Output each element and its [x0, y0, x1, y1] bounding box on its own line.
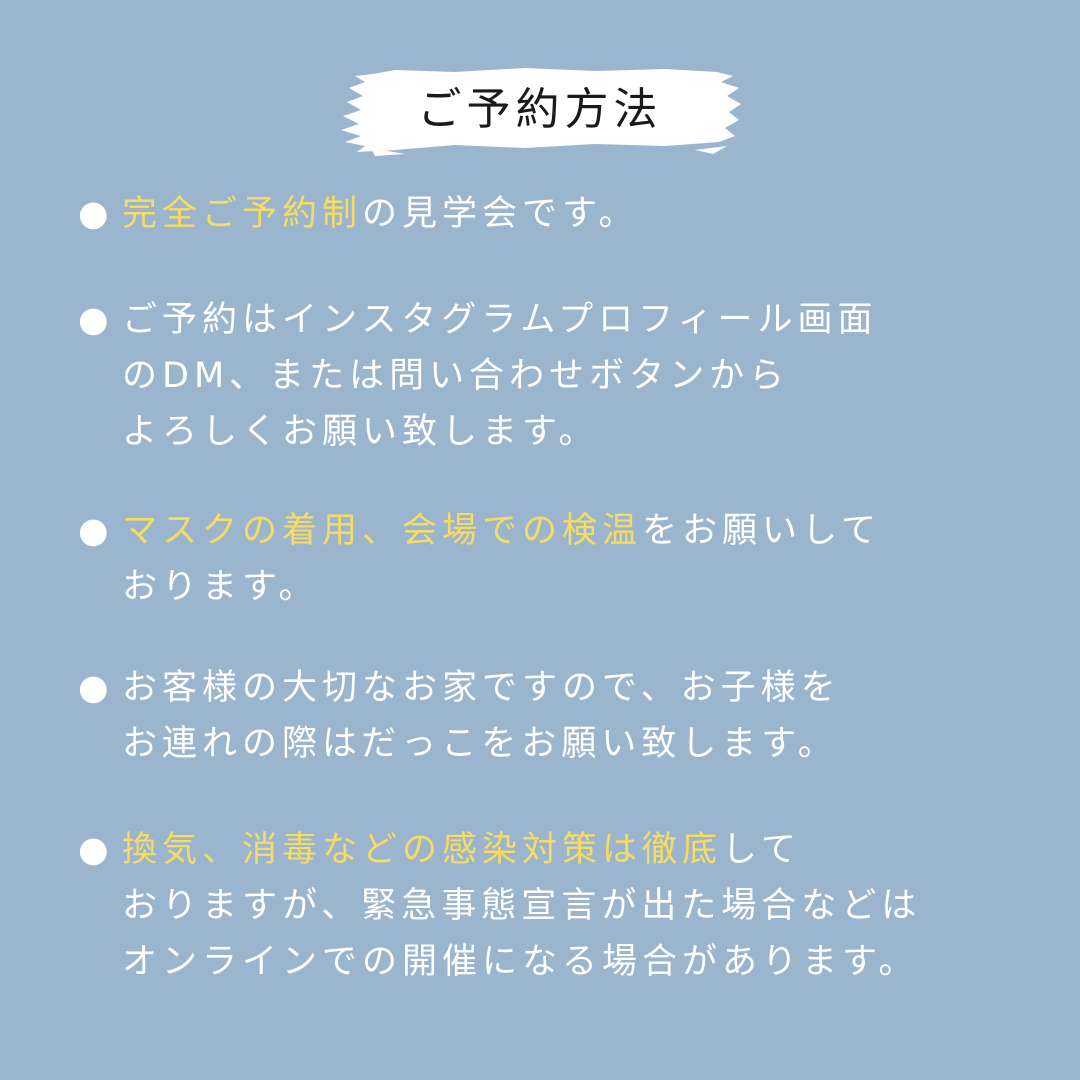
body-text: おります。 — [122, 567, 319, 607]
page-title: ご予約方法 — [417, 84, 663, 135]
body-text: お連れの際はだっこをお願い致します。 — [122, 724, 838, 764]
notice-item-5: ●換気、消毒などの感染対策は徹底して おりますが、緊急事態宣言が出た場合などは … — [78, 822, 1038, 990]
notice-line: ● マスクの着用、会場での検温をお願いして — [78, 503, 1038, 559]
notice-line: ● 換気、消毒などの感染対策は徹底して — [78, 822, 1038, 878]
bullet-icon: ● — [78, 830, 109, 870]
highlight-text: 換気、消毒などの感染対策は徹底 — [122, 830, 723, 870]
body-text: よろしくお願い致します。 — [122, 412, 599, 452]
body-text: して — [722, 830, 801, 870]
bullet-icon: ● — [78, 511, 109, 551]
notice-line: ● お客様の大切なお家ですので、お子様を — [78, 660, 1038, 716]
highlight-text: 完全ご予約制 — [122, 194, 363, 234]
notice-item-1: ● 完全ご予約制の見学会です。 — [78, 186, 1038, 242]
notice-line: よろしくお願い致します。 — [78, 404, 1038, 460]
body-text: ご予約はインスタグラムプロフィール画面 — [122, 300, 878, 340]
bullet-icon: ● — [78, 668, 109, 708]
bullet-icon: ● — [78, 300, 109, 340]
notice-item-2: ● ご予約はインスタグラムプロフィール画面 のDM、または問い合わせボタンから よ… — [78, 292, 1038, 460]
body-text: オンラインでの開催になる場合があります。 — [122, 942, 919, 982]
body-text: おりますが、緊急事態宣言が出た場合などは — [122, 886, 922, 926]
highlight-text: マスクの着用、会場での検温 — [122, 511, 643, 551]
bullet-icon: ● — [78, 194, 109, 234]
notice-line: おります。 — [78, 559, 1038, 615]
brush-stroke-decoration — [341, 68, 741, 156]
body-text: のDM、または問い合わせボタンから — [122, 356, 790, 396]
notice-line: ● ご予約はインスタグラムプロフィール画面 — [78, 292, 1038, 348]
body-text: の見学会です。 — [362, 194, 639, 234]
notice-line: ● 完全ご予約制の見学会です。 — [78, 186, 1038, 242]
body-text: お客様の大切なお家ですので、お子様を — [122, 668, 841, 708]
notice-item-3: ● マスクの着用、会場での検温をお願いして おります。 — [78, 503, 1038, 615]
body-text: をお願いして — [642, 511, 881, 551]
notice-line: おりますが、緊急事態宣言が出た場合などは — [78, 878, 1038, 934]
notice-line: のDM、または問い合わせボタンから — [78, 348, 1038, 404]
notice-line: オンラインでの開催になる場合があります。 — [78, 934, 1038, 990]
notice-item-4: ● お客様の大切なお家ですので、お子様を お連れの際はだっこをお願い致します。 — [78, 660, 1038, 772]
title-banner: ご予約方法 — [335, 60, 745, 160]
notice-line: お連れの際はだっこをお願い致します。 — [78, 716, 1038, 772]
